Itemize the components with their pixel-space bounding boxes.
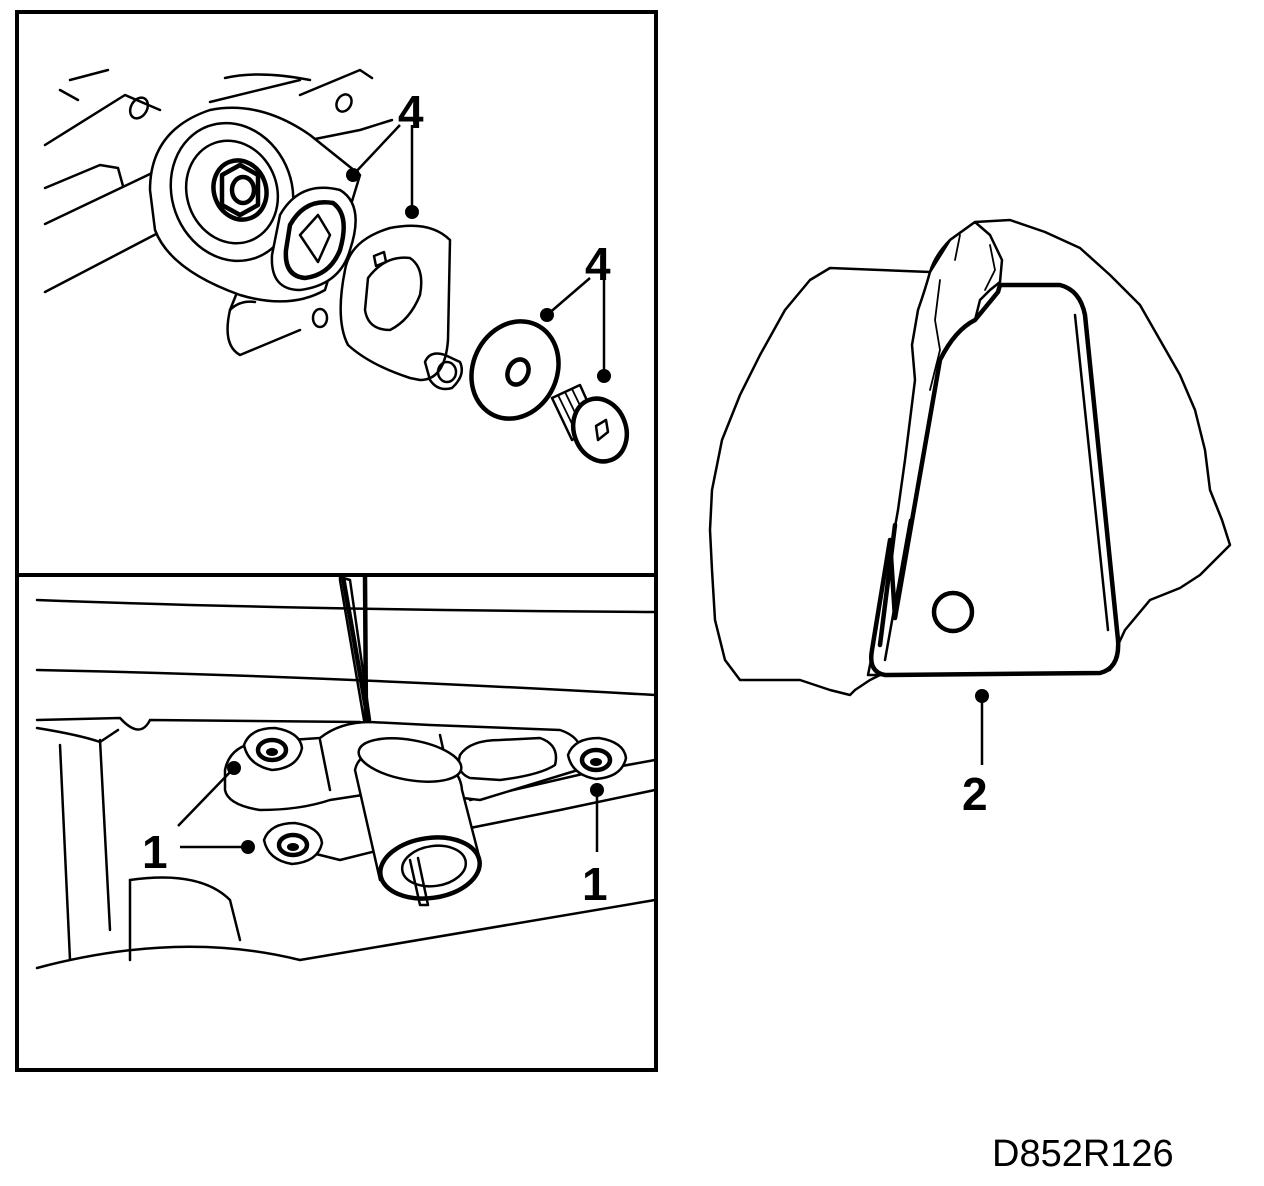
callout-1-left: 1: [142, 826, 168, 878]
leaders-top: [346, 124, 611, 383]
callout-4-washer-bolt: 4: [585, 238, 611, 290]
cam-plate: [339, 224, 463, 391]
callout-2-bracket: 2: [962, 768, 988, 820]
bushing-sleeve: [353, 737, 482, 907]
nut-top-left: [242, 726, 304, 772]
nut-right: [566, 736, 628, 781]
washer: [469, 319, 561, 421]
torx-bolt: [550, 383, 630, 464]
leaders-bottom: [177, 761, 604, 854]
panel-top-exploded-view: 4 4: [15, 10, 658, 577]
nut-bottom-left: [262, 821, 324, 866]
callout-4-top: 4: [398, 86, 424, 138]
panel-bottom-mounting-view: 1 1: [15, 573, 658, 1072]
right-detail-bracket: 2: [708, 218, 1232, 820]
callout-1-right: 1: [582, 858, 608, 910]
gasket-ring: [270, 186, 357, 292]
figure-code: D852R126: [992, 1133, 1174, 1175]
